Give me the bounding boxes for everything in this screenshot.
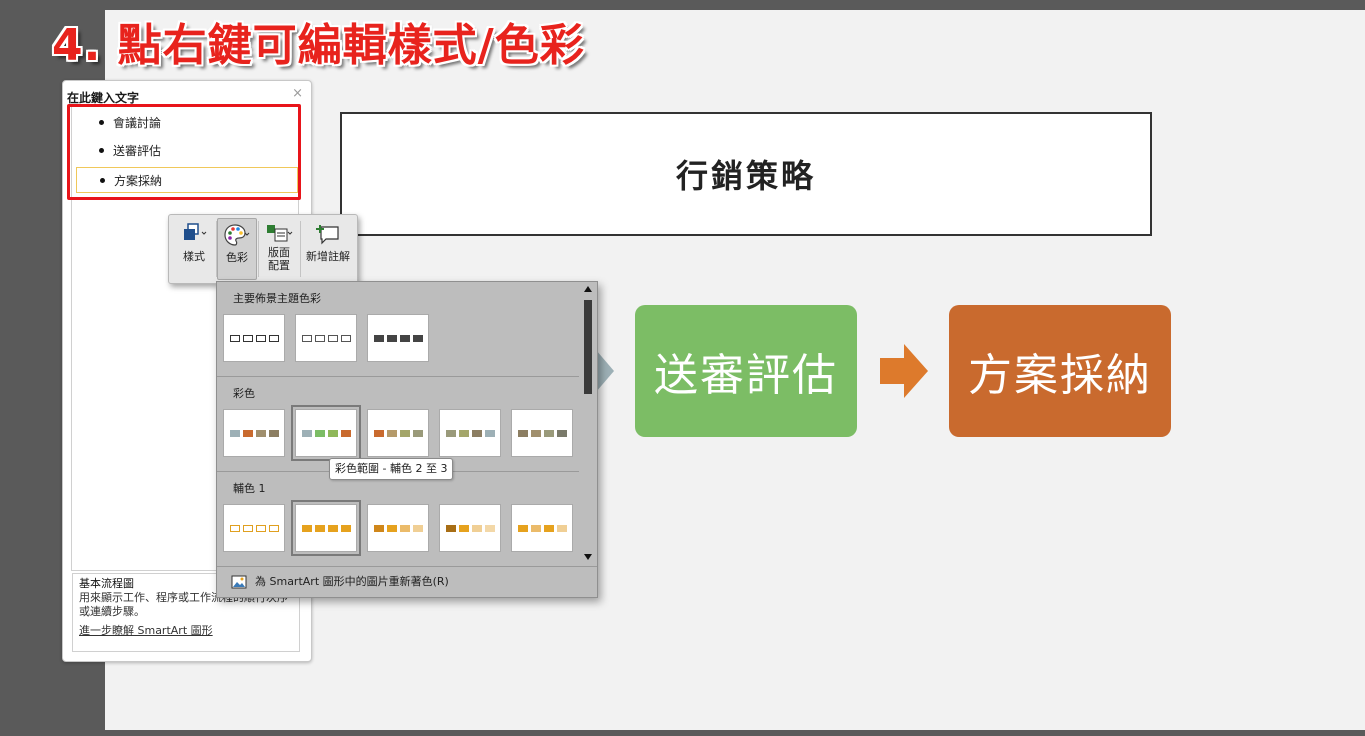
process-arrow-icon[interactable] bbox=[880, 344, 928, 398]
style-button-label: 樣式 bbox=[183, 250, 205, 263]
swatch-tooltip: 彩色範圍 - 輔色 2 至 3 bbox=[329, 458, 454, 480]
toolbar-separator bbox=[258, 221, 259, 277]
process-box-label: 送審評估 bbox=[654, 350, 838, 401]
picture-icon bbox=[231, 575, 247, 589]
recolor-pictures-label: 為 SmartArt 圖形中的圖片重新著色(R) bbox=[255, 575, 449, 588]
slide-title-text: 行銷策略 bbox=[675, 157, 816, 195]
color-swatch[interactable] bbox=[511, 504, 573, 552]
color-swatch-hovered[interactable] bbox=[291, 405, 361, 461]
gallery-divider bbox=[217, 376, 579, 377]
list-item[interactable]: 會議討論 bbox=[76, 110, 298, 136]
gallery-scrollbar[interactable] bbox=[581, 284, 595, 562]
text-pane-title: 在此鍵入文字 bbox=[67, 91, 140, 105]
highlight-annotation-box bbox=[67, 104, 301, 200]
layout-name: 基本流程圖 bbox=[79, 577, 134, 590]
scroll-down-icon[interactable] bbox=[584, 554, 592, 560]
list-item-text: 送審評估 bbox=[113, 144, 162, 158]
learn-more-link[interactable]: 進一步瞭解 SmartArt 圖形 bbox=[79, 624, 213, 637]
color-swatch[interactable] bbox=[367, 504, 429, 552]
gallery-section-heading: 彩色 bbox=[233, 387, 255, 400]
layout-button-label-2: 配置 bbox=[268, 259, 290, 272]
new-comment-button[interactable]: 新增註解 bbox=[301, 218, 355, 280]
close-icon[interactable]: × bbox=[292, 86, 303, 101]
process-box-review[interactable]: 送審評估 bbox=[635, 305, 857, 437]
gallery-section-heading: 輔色 1 bbox=[233, 482, 266, 495]
list-item-text: 會議討論 bbox=[113, 116, 162, 130]
color-swatch[interactable] bbox=[367, 314, 429, 362]
layout-button-label-1: 版面 bbox=[268, 246, 290, 259]
color-swatch[interactable] bbox=[511, 409, 573, 457]
process-box-label: 方案採納 bbox=[968, 350, 1152, 401]
new-comment-button-label: 新增註解 bbox=[306, 250, 350, 263]
color-swatch[interactable] bbox=[367, 409, 429, 457]
color-swatch[interactable] bbox=[223, 409, 285, 457]
process-box-adopt[interactable]: 方案採納 bbox=[949, 305, 1171, 437]
instruction-heading: 4. 點右鍵可編輯樣式/色彩 bbox=[52, 20, 585, 71]
color-gallery-dropdown: 主要佈景主題色彩 彩色 輔色 1 bbox=[216, 281, 598, 598]
recolor-pictures-menu-item[interactable]: 為 SmartArt 圖形中的圖片重新著色(R) bbox=[217, 566, 597, 597]
list-item-text: 方案採納 bbox=[114, 174, 163, 188]
scroll-up-icon[interactable] bbox=[584, 286, 592, 292]
list-item-selected[interactable]: 方案採納 bbox=[76, 167, 298, 193]
style-icon bbox=[184, 223, 207, 240]
bullet-icon bbox=[99, 148, 104, 153]
mini-toolbar: 樣式 色彩 版面 配置 新增註解 bbox=[168, 214, 358, 284]
scrollbar-thumb[interactable] bbox=[584, 300, 592, 394]
toolbar-separator bbox=[216, 221, 217, 277]
layout-button[interactable]: 版面 配置 bbox=[259, 218, 299, 280]
new-comment-icon bbox=[316, 225, 339, 245]
color-button[interactable]: 色彩 bbox=[217, 218, 257, 280]
color-swatch[interactable] bbox=[223, 314, 285, 362]
palette-icon bbox=[224, 224, 250, 246]
gallery-section-heading: 主要佈景主題色彩 bbox=[233, 292, 321, 305]
color-button-label: 色彩 bbox=[226, 251, 248, 264]
color-swatch[interactable] bbox=[439, 409, 501, 457]
color-swatch[interactable] bbox=[223, 504, 285, 552]
list-item[interactable]: 送審評估 bbox=[76, 138, 298, 164]
color-swatch[interactable] bbox=[439, 504, 501, 552]
bullet-icon bbox=[99, 120, 104, 125]
color-swatch[interactable] bbox=[295, 314, 357, 362]
bullet-icon bbox=[100, 178, 105, 183]
layout-icon bbox=[267, 225, 293, 242]
toolbar-separator bbox=[300, 221, 301, 277]
slide-title-box[interactable]: 行銷策略 bbox=[340, 112, 1152, 236]
style-button[interactable]: 樣式 bbox=[173, 218, 215, 280]
partial-arrow-shape bbox=[596, 350, 614, 392]
color-swatch[interactable] bbox=[291, 500, 361, 556]
